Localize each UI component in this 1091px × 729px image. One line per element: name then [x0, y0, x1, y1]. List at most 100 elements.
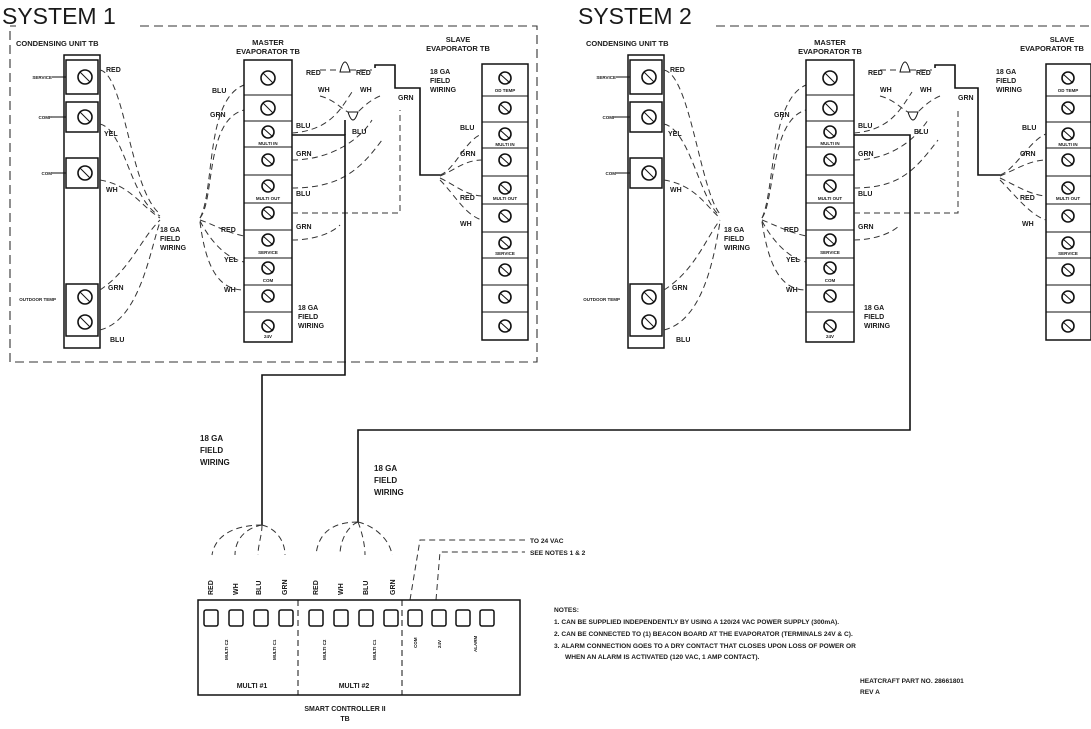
- slave-screw-icon: [482, 71, 528, 333]
- wire-label: GRN: [460, 151, 476, 158]
- master-tb-label: MASTER: [252, 38, 284, 47]
- svg-text:TB: TB: [340, 716, 349, 723]
- svg-text:WIRING: WIRING: [374, 488, 404, 497]
- terminal-label: MULTI OUT: [818, 196, 842, 201]
- wire-label: GRN: [390, 579, 397, 595]
- wire-label: WH: [233, 583, 240, 595]
- terminal-label: 24V: [826, 334, 834, 339]
- notes: NOTES: 1. CAN BE SUPPLIED INDEPENDENTLY …: [554, 607, 964, 696]
- slave-screw-icon: [1046, 71, 1091, 333]
- terminal-label: OD TEMP: [495, 88, 516, 93]
- condensing-screw-icon: [77, 69, 93, 330]
- wire-label: WH: [106, 187, 118, 194]
- condensing-screw-icon: [641, 69, 657, 330]
- svg-text:WIRING: WIRING: [298, 323, 325, 330]
- terminal-label: SERVICE: [495, 251, 515, 256]
- controller-terminal-label: MULTI C2: [322, 639, 327, 660]
- system-1-title: SYSTEM 1: [2, 3, 116, 29]
- terminal-label-comp: COMP: [39, 115, 53, 120]
- terminal-label: COM: [263, 278, 274, 283]
- wire-label: RED: [208, 580, 215, 595]
- field-wiring-label: 18 GA: [160, 227, 180, 234]
- field-wiring-label: 18 GA: [298, 305, 318, 312]
- condensing-unit-tb-label: CONDENSING UNIT TB: [16, 39, 99, 48]
- wire-label: GRN: [774, 112, 790, 119]
- wire-label: WH: [786, 287, 798, 294]
- wire-nut-icon: [339, 61, 359, 121]
- controller-terminal-label: MULTI C1: [372, 639, 377, 660]
- wire-label: WH: [920, 87, 932, 94]
- svg-text:FIELD: FIELD: [200, 446, 223, 455]
- svg-text:EVAPORATOR TB: EVAPORATOR TB: [426, 44, 490, 53]
- terminal-label-outdoor-temp: OUTDOOR TEMP: [583, 297, 620, 302]
- wire-label: RED: [916, 70, 931, 77]
- svg-text:FIELD: FIELD: [298, 314, 318, 321]
- svg-text:FIELD: FIELD: [724, 236, 744, 243]
- wire-label: RED: [106, 67, 121, 74]
- wire-label: BLU: [914, 129, 928, 136]
- notes-heading: NOTES:: [554, 607, 579, 614]
- wire-label: RED: [221, 227, 236, 234]
- svg-text:FIELD: FIELD: [374, 476, 397, 485]
- wire-label: RED: [784, 227, 799, 234]
- wire-label: WH: [360, 87, 372, 94]
- terminal-label-service: SERVICE: [596, 75, 616, 80]
- wire-label: BLU: [1022, 125, 1036, 132]
- controller-wire-labels: RED WH BLU GRN RED WH BLU GRN: [208, 579, 397, 595]
- controller-terminal-label: COM: [413, 637, 418, 648]
- wire-label: RED: [670, 67, 685, 74]
- wire-label: GRN: [672, 285, 688, 292]
- master-screw-icon: [244, 70, 292, 333]
- wire-label: GRN: [108, 285, 124, 292]
- system-2-home-run-wire: [357, 134, 911, 522]
- part-number: HEATCRAFT PART NO. 28661801: [860, 678, 964, 685]
- terminal-label-outdoor-temp: OUTDOOR TEMP: [19, 297, 56, 302]
- svg-text:FIELD: FIELD: [864, 314, 884, 321]
- wire-label: RED: [313, 580, 320, 595]
- wire-label: BLU: [676, 337, 690, 344]
- wire-label: BLU: [352, 129, 366, 136]
- svg-text:FIELD: FIELD: [430, 78, 450, 85]
- master-tb-label: MASTER: [814, 38, 846, 47]
- supply-label: TO 24 VAC: [530, 538, 564, 545]
- multi-1-label: MULTI #1: [237, 683, 268, 690]
- note-line: 3. ALARM CONNECTION GOES TO A DRY CONTAC…: [554, 643, 856, 650]
- wire-label: RED: [868, 70, 883, 77]
- controller-terminal-label: ALARM: [473, 636, 478, 652]
- terminal-label-comp: COMP: [603, 115, 617, 120]
- wire-label: GRN: [282, 579, 289, 595]
- wire-label: GRN: [296, 224, 312, 231]
- wire-label: GRN: [958, 95, 974, 102]
- wire-label: GRN: [398, 95, 414, 102]
- system-1: SYSTEM 1 CONDENSING UNIT TB SERVICE COMP…: [2, 3, 538, 525]
- controller-terminal-label: MULTI C2: [224, 639, 229, 660]
- system-1-frame: [9, 25, 538, 363]
- slave-tb-label: SLAVE: [1050, 35, 1074, 44]
- terminal-label: MULTI OUT: [256, 196, 280, 201]
- terminal-label: MULTI IN: [495, 142, 514, 147]
- wire-label: GRN: [296, 151, 312, 158]
- wire-label: GRN: [1020, 151, 1036, 158]
- svg-text:EVAPORATOR TB: EVAPORATOR TB: [236, 47, 300, 56]
- terminal-label: 24V: [264, 334, 272, 339]
- terminal-label: SERVICE: [258, 250, 278, 255]
- terminal-label-service: SERVICE: [32, 75, 52, 80]
- revision: REV A: [860, 689, 880, 696]
- svg-text:WIRING: WIRING: [864, 323, 891, 330]
- wire-label: YEL: [104, 131, 118, 138]
- master-screw-icon: [806, 70, 854, 333]
- field-wiring-label: 18 GA: [724, 227, 744, 234]
- controller-title: SMART CONTROLLER II: [304, 706, 385, 713]
- terminal-label: MULTI OUT: [493, 196, 517, 201]
- wire-label: YEL: [786, 257, 800, 264]
- system-2: SYSTEM 2 CONDENSING UNIT TB SERVICE COMP…: [357, 3, 1091, 522]
- terminal-label: SERVICE: [1058, 251, 1078, 256]
- note-line: 2. CAN BE CONNECTED TO (1) BEACON BOARD …: [554, 631, 853, 638]
- terminal-label: MULTI IN: [258, 141, 277, 146]
- controller-terminal-label: 24V: [437, 640, 442, 648]
- svg-text:WIRING: WIRING: [724, 245, 751, 252]
- svg-text:WIRING: WIRING: [430, 87, 457, 94]
- wire-label: RED: [460, 195, 475, 202]
- wire-label: BLU: [296, 123, 310, 130]
